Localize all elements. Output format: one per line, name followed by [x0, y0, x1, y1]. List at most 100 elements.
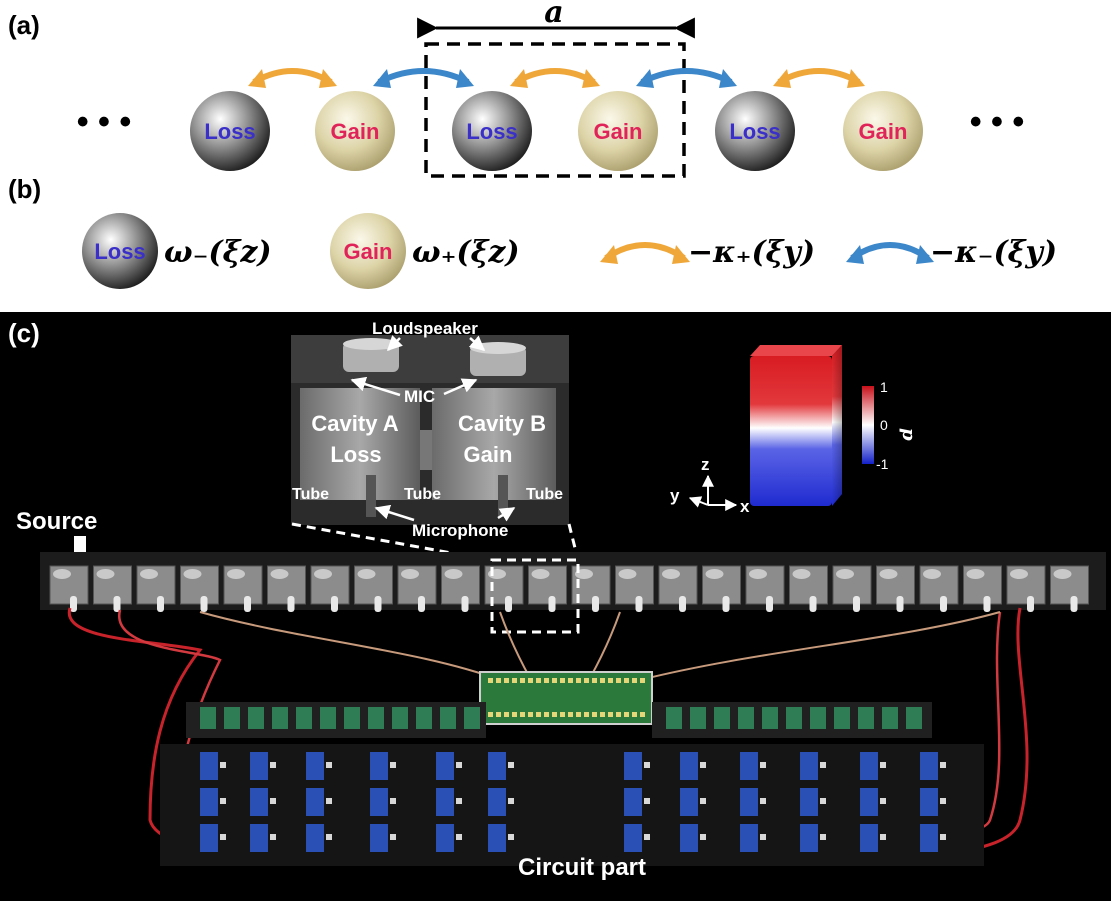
board-pin-top-13 [592, 678, 597, 683]
coupling-arrow-1 [377, 68, 470, 85]
module-connector-6-1 [644, 798, 650, 804]
relay-module-10-2 [860, 824, 878, 852]
relay-module-9-1 [800, 788, 818, 816]
cavity-speaker-15 [705, 569, 724, 579]
module-connector-11-1 [940, 798, 946, 804]
colorbar-mid: 0 [880, 417, 888, 433]
cavity-tube-22 [1027, 596, 1034, 612]
module-connector-4-2 [456, 834, 462, 840]
relay-module-4-2 [436, 824, 454, 852]
cavity-speaker-9 [444, 569, 463, 579]
legend-blue-arrowhead-left [846, 245, 864, 264]
site-label-3: Gain [594, 119, 643, 144]
label-tube-right: Tube [526, 486, 563, 503]
relay-module-3-1 [370, 788, 388, 816]
board-pin-top-0 [488, 678, 493, 683]
site-label-4: Loss [729, 119, 780, 144]
label-circuit-part: Circuit part [518, 854, 646, 881]
relay-module-1-2 [250, 824, 268, 852]
top-module-1 [224, 707, 240, 729]
cavity-tube-10 [505, 596, 512, 612]
board-pin-top-18 [632, 678, 637, 683]
legend-gain: Gain ω₊(ξz) [330, 213, 520, 289]
cavity-tube-17 [809, 596, 817, 612]
coupling-arrowhead-right-4 [847, 69, 865, 88]
board-pin-top-3 [512, 678, 517, 683]
board-pin-top-1 [496, 678, 501, 683]
gain-site-5 [843, 91, 923, 171]
speaker-arrow-b [468, 335, 486, 351]
axis-y-arrow [688, 496, 709, 508]
module-connector-3-0 [390, 762, 396, 768]
module-connector-1-2 [270, 834, 276, 840]
label-source: Source [16, 508, 97, 535]
cavity-speaker-1 [96, 569, 115, 579]
cavity-tube-21 [983, 596, 991, 612]
cube-side-shade [832, 345, 842, 506]
board-pin-bottom-16 [616, 712, 621, 717]
board-pin-top-15 [608, 678, 613, 683]
cavity-speaker-11 [531, 569, 550, 579]
cavity-speaker-16 [749, 569, 767, 579]
cavity-speaker-13 [618, 569, 637, 579]
panel-c-tag: (c) [8, 318, 40, 348]
cavity-tube-4 [244, 596, 251, 612]
copper-wire-right [639, 611, 1001, 681]
loudspeaker-b [470, 346, 526, 376]
label-microphone: Microphone [412, 521, 508, 540]
label-tube-left: Tube [292, 486, 329, 503]
board-pin-bottom-5 [528, 712, 533, 717]
relay-module-9-2 [800, 824, 818, 852]
cavity-speaker-19 [879, 569, 898, 579]
cavity-speaker-18 [836, 569, 854, 579]
module-connector-8-1 [760, 798, 766, 804]
module-connector-11-0 [940, 762, 946, 768]
relay-module-11-2 [920, 824, 938, 852]
cavity-tube-16 [766, 596, 773, 612]
speaker-arrow-a [386, 335, 403, 352]
relay-module-1-0 [250, 752, 268, 780]
relay-module-6-0 [624, 752, 642, 780]
connector-tube [420, 430, 432, 470]
relay-module-2-2 [306, 824, 324, 852]
colorbar [862, 386, 874, 464]
cavity-tube-12 [592, 596, 599, 612]
colorbar-max: 1 [880, 379, 888, 395]
relay-module-5-1 [488, 788, 506, 816]
module-connector-8-2 [760, 834, 766, 840]
label-cavity-a: Cavity A [311, 411, 398, 436]
circuit-modules [200, 707, 946, 852]
coupling-arrowhead-left-3 [636, 69, 654, 88]
module-connector-5-2 [508, 834, 514, 840]
board-pin-bottom-9 [560, 712, 565, 717]
cavity-tube-15 [722, 596, 730, 612]
relay-module-7-0 [680, 752, 698, 780]
legend-orange-arrowhead-left [600, 245, 618, 264]
panel-a-tag: (a) [8, 10, 40, 40]
relay-module-10-0 [860, 752, 878, 780]
board-pin-bottom-4 [520, 712, 525, 717]
legend-loss-formula: ω₋(ξz) [164, 235, 272, 270]
top-module-4 [296, 707, 312, 729]
module-connector-9-2 [820, 834, 826, 840]
site-label-5: Gain [859, 119, 908, 144]
board-pin-bottom-19 [640, 712, 645, 717]
legend-orange-arrowhead-right [672, 245, 690, 264]
board-pin-bottom-17 [624, 712, 629, 717]
site-label-2: Loss [466, 119, 517, 144]
relay-module-8-2 [740, 824, 758, 852]
label-cavity-a-loss: Loss [330, 442, 381, 467]
mic-arrow-b [443, 378, 478, 396]
module-connector-6-2 [644, 834, 650, 840]
relay-module-2-0 [306, 752, 324, 780]
cavity-array [49, 565, 1089, 612]
module-connector-5-1 [508, 798, 514, 804]
cavity-speaker-20 [923, 569, 941, 579]
relay-module-11-0 [920, 752, 938, 780]
relay-module-11-1 [920, 788, 938, 816]
legend-orange-arrow [604, 242, 686, 261]
top-module-21 [882, 707, 898, 729]
legend-blue-arrow [850, 242, 930, 261]
